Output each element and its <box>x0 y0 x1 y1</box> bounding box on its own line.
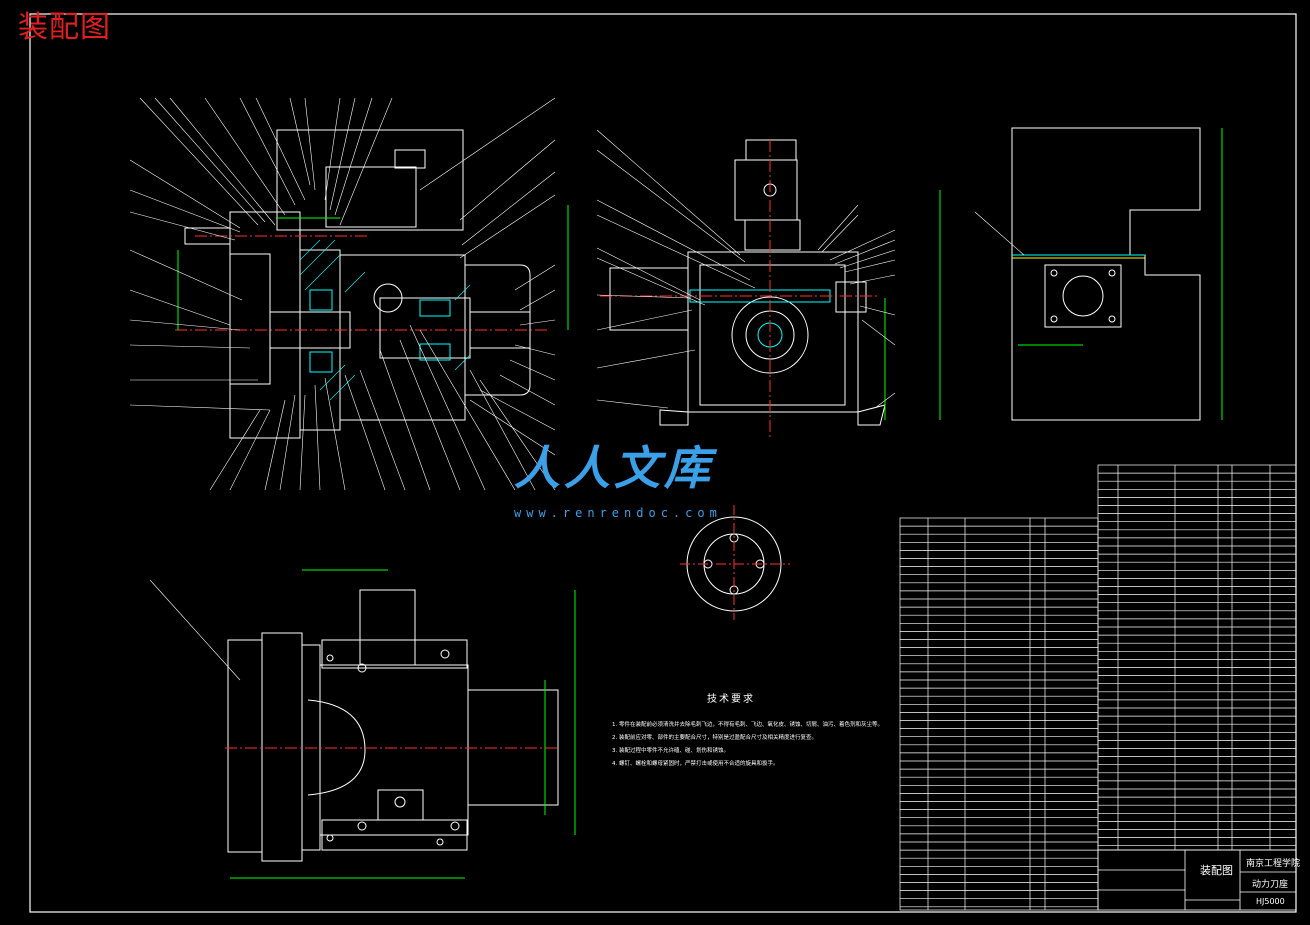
tech-requirement-line: 1. 零件在装配前必须清洗并去除毛刺飞边，不得有毛刺、飞边、氧化皮、锈蚀、切屑、… <box>612 722 883 728</box>
flange-detail-view <box>680 505 790 620</box>
drawing-title: 装配图 <box>18 10 111 45</box>
parts-list-left <box>899 517 1099 911</box>
tech-requirement-line: 4. 螺钉、螺栓和螺母紧固时，严禁打击或使用不合适的旋具和扳手。 <box>612 761 779 767</box>
tech-requirement-line: 2. 装配前应对零、部件的主要配合尺寸，特别是过盈配合尺寸及相关精度进行复查。 <box>612 735 817 741</box>
parts-list-right <box>1097 464 1297 851</box>
tech-requirements-heading: 技术要求 <box>707 694 755 705</box>
side-section-view <box>600 139 941 440</box>
tech-requirement-line: 3. 装配过程中零件不允许磕、碰、划伤和锈蚀。 <box>612 748 729 754</box>
title-block <box>1097 849 1297 911</box>
drawing-frame <box>29 13 1297 913</box>
main-view-leaders <box>129 97 556 491</box>
bottom-plan-view <box>149 569 576 879</box>
main-section-view <box>175 129 569 439</box>
title-block-product: 动力刀座 <box>1252 880 1289 890</box>
title-block-drawing-name: 装配图 <box>1200 864 1233 877</box>
technical-requirements: 技术要求 1. 零件在装配前必须清洗并去除毛刺飞边，不得有毛刺、飞边、氧化皮、锈… <box>612 690 883 771</box>
title-block-school: 南京工程学院 <box>1246 859 1301 869</box>
side-view-leaders <box>596 129 896 409</box>
title-block-code: HJ5000 <box>1256 897 1285 906</box>
top-right-view <box>974 127 1223 421</box>
